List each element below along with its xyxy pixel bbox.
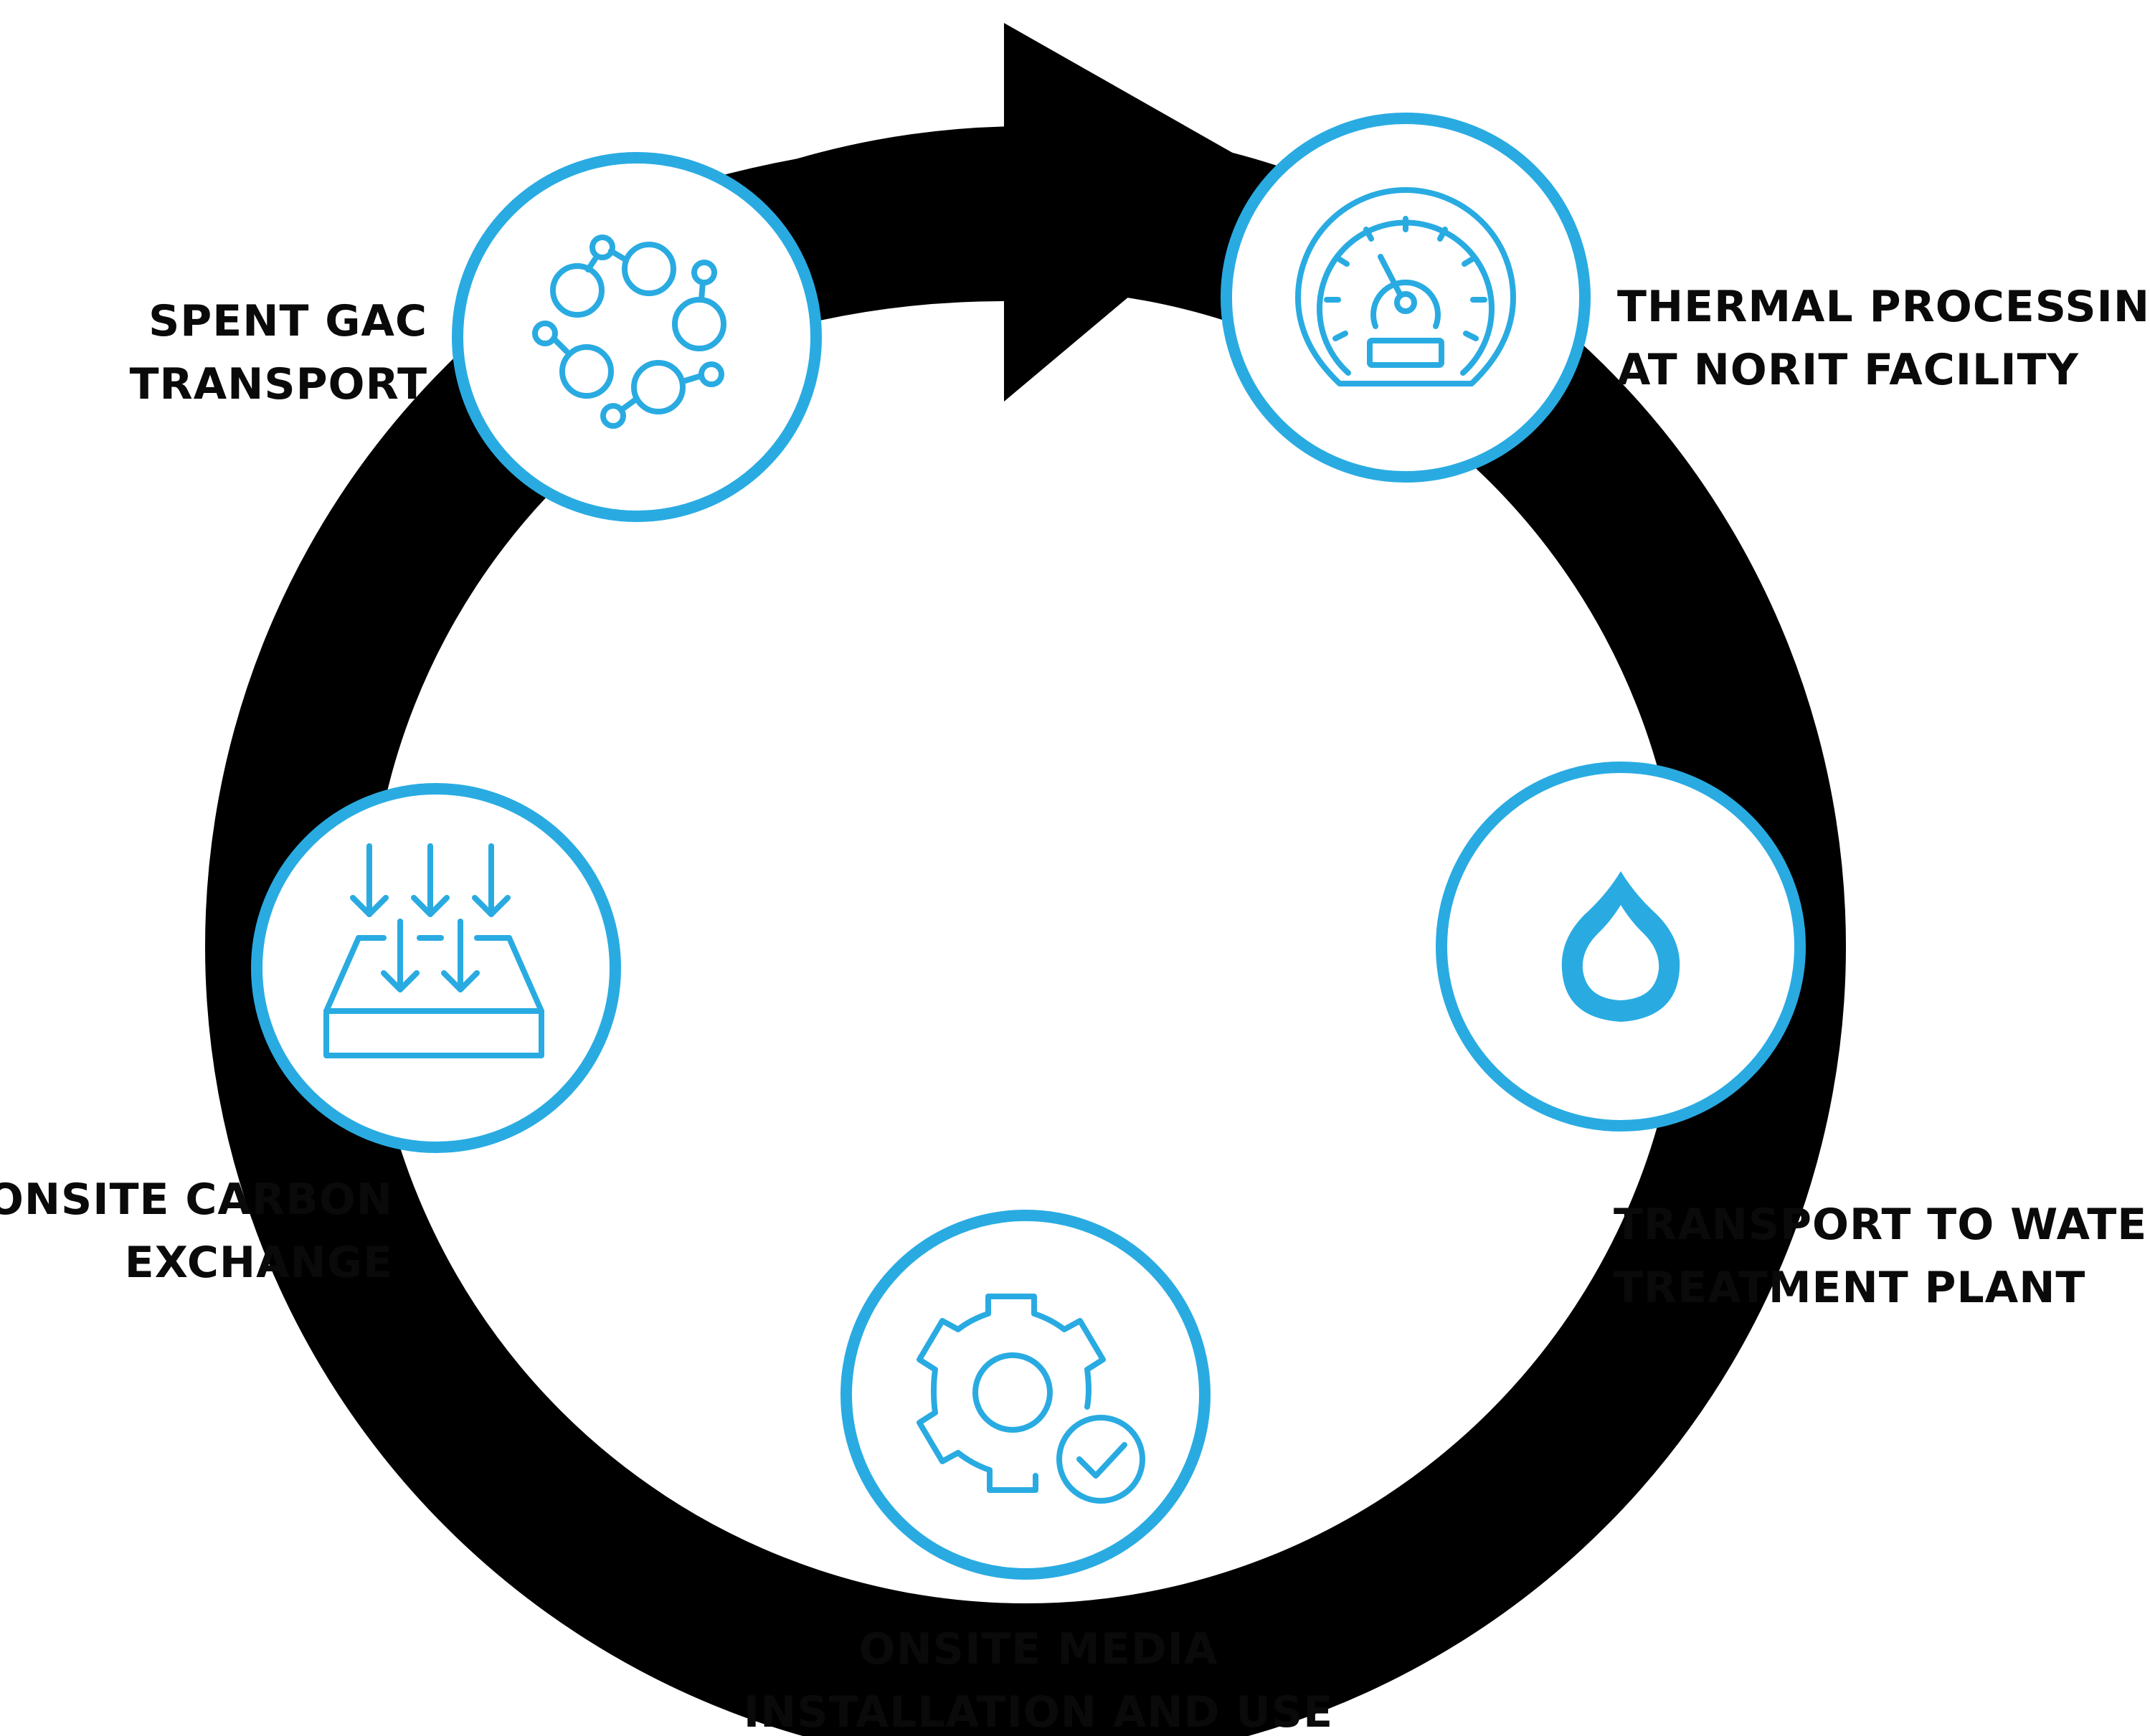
stage-label-transport-water-line1: TRANSPORT TO WATER bbox=[1614, 1200, 2150, 1250]
stage-label-media-install-line1: ONSITE MEDIA bbox=[859, 1624, 1218, 1674]
node-spent-gac: SPENT GAC TRANSPORT bbox=[130, 152, 822, 522]
stage-label-spent-gac-line1: SPENT GAC bbox=[148, 296, 427, 346]
gear-check-icon bbox=[917, 1294, 1145, 1504]
node-carbon-exchange: ONSITE CARBON EXCHANGE bbox=[0, 783, 621, 1288]
stage-label-media-install-line2: INSTALLATION AND USE bbox=[744, 1687, 1333, 1736]
water-drop-icon bbox=[1561, 871, 1680, 1022]
stage-label-carbon-exchange-line1: ONSITE CARBON bbox=[0, 1175, 393, 1225]
stage-label-spent-gac-line2: TRANSPORT bbox=[130, 359, 427, 409]
stage-label-thermal-line1: THERMAL PROCESSING bbox=[1617, 282, 2150, 332]
node-thermal-ring bbox=[1221, 113, 1591, 483]
stage-label-thermal-line2: AT NORIT FACILITY bbox=[1617, 345, 2080, 395]
node-thermal: THERMAL PROCESSING AT NORIT FACILITY bbox=[1221, 113, 2150, 483]
molecules-icon bbox=[532, 234, 726, 429]
gauge-icon bbox=[1295, 187, 1516, 386]
cycle-arrowhead bbox=[1004, 23, 1273, 402]
filter-bed-icon bbox=[323, 843, 544, 1058]
node-media-install: ONSITE MEDIA INSTALLATION AND USE bbox=[744, 1210, 1333, 1736]
node-carbon-exchange-ring bbox=[251, 783, 621, 1153]
node-transport-water: TRANSPORT TO WATER TREATMENT PLANT bbox=[1436, 762, 2150, 1313]
node-spent-gac-ring bbox=[452, 152, 822, 522]
node-media-install-ring bbox=[840, 1210, 1211, 1580]
stage-label-transport-water-line2: TREATMENT PLANT bbox=[1614, 1263, 2085, 1313]
stage-label-carbon-exchange-line2: EXCHANGE bbox=[125, 1238, 393, 1288]
